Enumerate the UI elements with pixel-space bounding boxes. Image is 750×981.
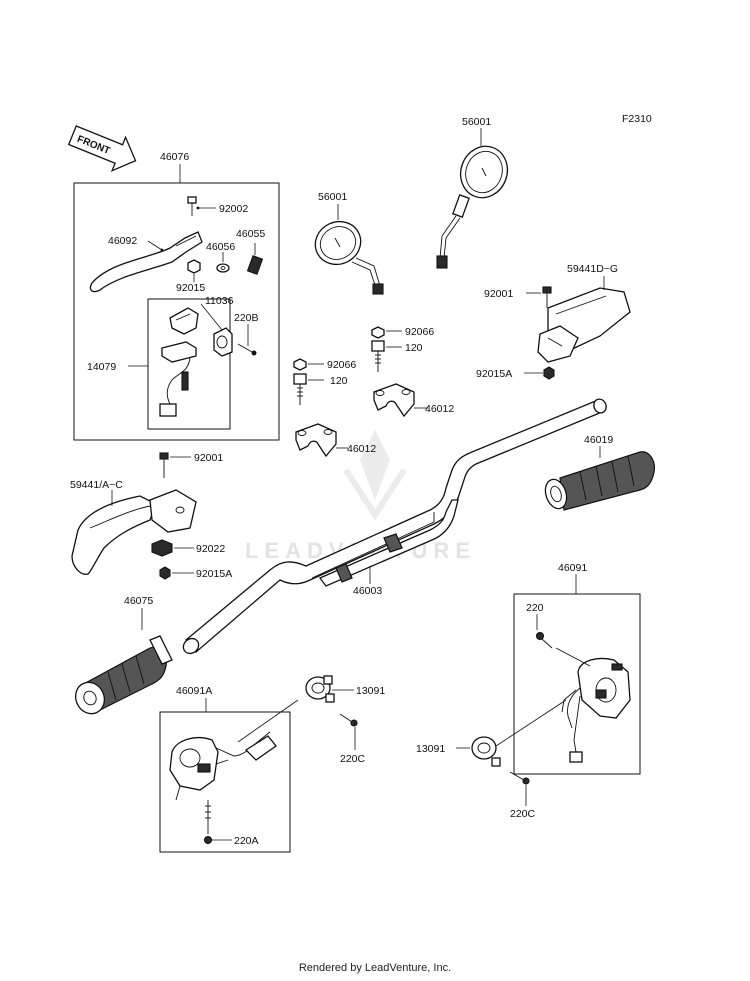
label-59441-A-C: 59441/A~C: [70, 479, 123, 491]
label-46091: 46091: [558, 562, 587, 574]
bolt-92001-left: [159, 452, 169, 478]
screw-220B: [237, 343, 257, 356]
label-92066-a: 92066: [405, 326, 434, 338]
left-switch-group-box: [159, 711, 291, 853]
clamp-13091-b: [471, 736, 501, 767]
figure-code: F2310: [622, 113, 652, 125]
label-92001-left: 92001: [194, 452, 223, 464]
label-92015: 92015: [176, 282, 205, 294]
bolt-92002: [187, 196, 197, 216]
front-arrow-icon: FRONT: [67, 125, 137, 172]
switch-housing-46091: [561, 657, 631, 763]
label-46056: 46056: [206, 241, 235, 253]
label-220: 220: [526, 602, 544, 614]
screw-220C-b: [509, 771, 530, 785]
grip-left-46075: [74, 635, 173, 715]
label-92002: 92002: [219, 203, 248, 215]
hand-guard-right-59441D-G: [537, 287, 631, 363]
nut-92015A-left: [159, 566, 171, 580]
lever-bracket: [169, 307, 199, 335]
screw-220A: [203, 800, 213, 845]
nut-92015: [187, 259, 201, 274]
clutch-switch-14079: [159, 341, 197, 417]
label-56001-right: 56001: [462, 116, 491, 128]
washer-92066-a: [371, 326, 385, 339]
label-46012-a: 46012: [425, 403, 454, 415]
label-92066-b: 92066: [327, 359, 356, 371]
label-14079: 14079: [87, 361, 116, 373]
label-220B: 220B: [234, 312, 259, 324]
switch-housing-46091A: [169, 731, 277, 801]
switch-assembly-box: [147, 298, 231, 430]
clamp-13091-a: [305, 675, 335, 703]
label-13091-b: 13091: [416, 743, 445, 755]
clutch-lever-group-box: [73, 182, 280, 441]
label-120-b: 120: [330, 375, 348, 387]
label-46075: 46075: [124, 595, 153, 607]
right-switch-group-box: [513, 593, 641, 775]
clutch-lever-46092: [89, 231, 203, 293]
adjuster-46055: [246, 255, 264, 275]
label-46019: 46019: [584, 434, 613, 446]
label-46092: 46092: [108, 235, 137, 247]
footer-credit: Rendered by LeadVenture, Inc.: [298, 962, 452, 974]
handlebar-46003: [182, 398, 607, 655]
label-92022: 92022: [196, 543, 225, 555]
nut-92015A-right: [543, 366, 555, 380]
collar-92022: [151, 539, 173, 557]
bolt-120-b: [293, 373, 307, 405]
screw-220: [535, 631, 553, 649]
label-46076: 46076: [160, 151, 189, 163]
label-13091-a: 13091: [356, 685, 385, 697]
clamp-11036: [213, 327, 233, 357]
label-220A: 220A: [234, 835, 259, 847]
label-220C-b: 220C: [510, 808, 536, 820]
mirror-left-56001: [314, 220, 384, 295]
screw-220C-a: [339, 713, 358, 727]
label-11036: 11036: [205, 295, 234, 307]
clamp-46012-a: [373, 383, 415, 418]
label-92015A-left: 92015A: [196, 568, 232, 580]
label-46012-b: 46012: [347, 443, 376, 455]
mirror-right-56001: [436, 145, 509, 269]
label-220C-a: 220C: [340, 753, 366, 765]
label-92015A-right: 92015A: [476, 368, 512, 380]
bolt-120-a: [371, 340, 385, 372]
grip-right-46019: [544, 451, 655, 511]
bolt-92001-right: [542, 286, 552, 308]
label-56001-left: 56001: [318, 191, 347, 203]
washer-92066-b: [293, 358, 307, 371]
clamp-46012-b: [295, 423, 337, 458]
hand-guard-left-59441-A-C: [71, 489, 197, 575]
label-59441D-G: 59441D~G: [567, 263, 618, 275]
label-92001-right: 92001: [484, 288, 513, 300]
label-46055: 46055: [236, 228, 265, 240]
label-120-a: 120: [405, 342, 423, 354]
label-46091A: 46091A: [176, 685, 212, 697]
label-46003: 46003: [353, 585, 382, 597]
washer-46056: [216, 263, 230, 273]
